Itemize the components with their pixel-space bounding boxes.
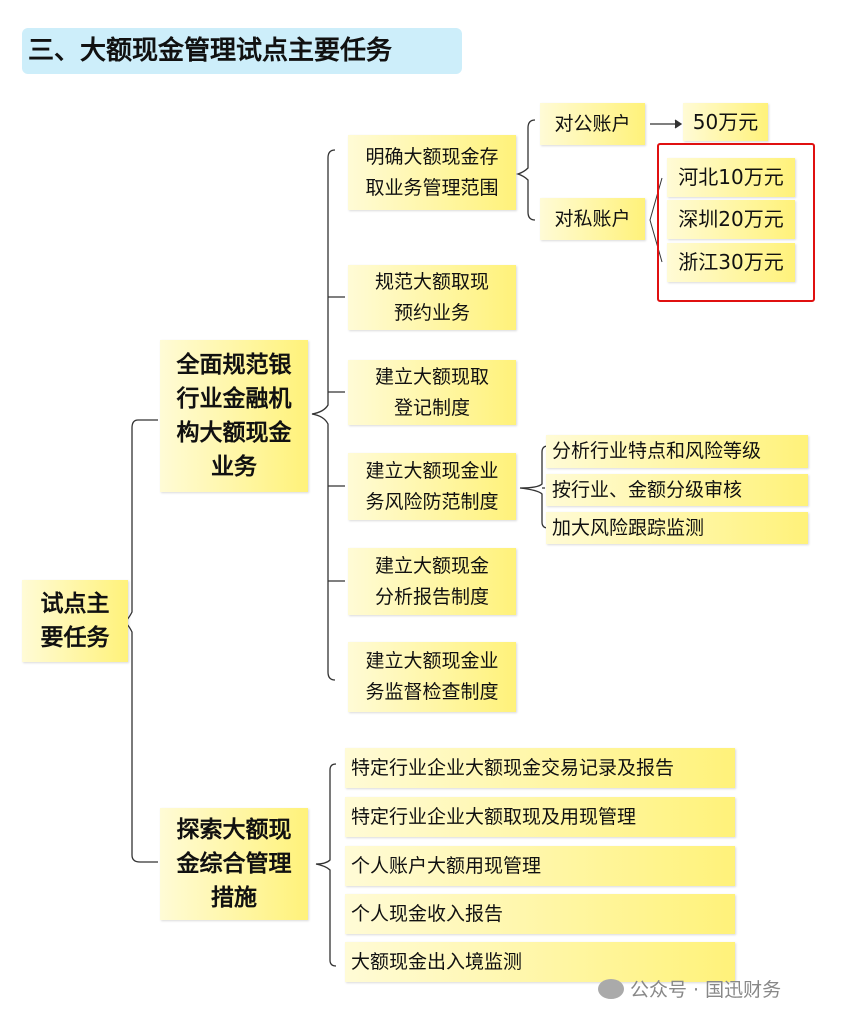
risk-item: 加大风险跟踪监测 [546,512,808,544]
branch-b-node: 探索大额现金综合管理措施 [160,808,308,920]
node-line: 预约业务 [393,301,470,324]
task-node: 建立大额现金业务风险防范制度 [348,453,516,520]
wechat-icon [598,978,624,999]
root-node: 试点主要任务 [22,580,128,662]
node-line: 登记制度 [393,396,470,419]
node-line: 行业金融机 [176,386,292,412]
task-node: 建立大额现金业务监督检查制度 [348,642,516,712]
node-line: 建立大额现金业 [365,459,499,482]
node-line: 明确大额现金存 [365,145,499,168]
node-line: 务风险防范制度 [365,490,499,513]
node-line: 建立大额现金业 [365,650,499,672]
node-line: 措施 [211,885,257,911]
personal-account-node: 对私账户 [540,198,645,240]
measure-item: 特定行业企业大额现金交易记录及报告 [345,748,735,788]
page-title: 三、大额现金管理试点主要任务 [22,28,462,74]
node-line: 全面规范银 [176,352,292,378]
measure-item: 个人账户大额用现管理 [345,846,735,886]
task-node: 建立大额现金分析报告制度 [348,548,516,615]
node-line: 规范大额取现 [374,270,489,293]
branch-a-node: 全面规范银行业金融机构大额现金业务 [160,340,308,492]
root-line: 要任务 [40,625,110,651]
task-node: 规范大额取现预约业务 [348,265,516,330]
node-line: 分析报告制度 [374,585,489,608]
node-line: 业务 [211,454,257,480]
limit-shenzhen: 深圳20万元 [667,200,795,239]
risk-item: 按行业、金额分级审核 [546,474,808,506]
corporate-account-node: 对公账户 [540,103,645,145]
limit-hebei: 河北10万元 [667,158,795,197]
node-line: 构大额现金 [176,420,292,446]
task-node: 建立大额现取登记制度 [348,360,516,425]
watermark: 公众号 · 国迅财务 [598,975,781,1002]
risk-item: 分析行业特点和风险等级 [546,435,808,468]
node-line: 务监督检查制度 [365,681,499,703]
node-line: 建立大额现取 [374,365,489,388]
measure-item: 个人现金收入报告 [345,894,735,934]
task-node: 明确大额现金存取业务管理范围 [348,135,516,210]
limit-zhejiang: 浙江30万元 [667,243,795,282]
measure-item: 大额现金出入境监测 [345,942,735,982]
node-line: 探索大额现 [176,817,292,843]
watermark-text: 公众号 · 国迅财务 [630,979,782,1001]
node-line: 取业务管理范围 [365,176,499,199]
measure-item: 特定行业企业大额取现及用现管理 [345,797,735,837]
root-line: 试点主 [40,591,110,617]
corporate-limit-node: 50万元 [683,103,768,141]
node-line: 建立大额现金 [374,554,489,577]
node-line: 金综合管理 [176,851,292,877]
highlight-box [657,143,815,302]
